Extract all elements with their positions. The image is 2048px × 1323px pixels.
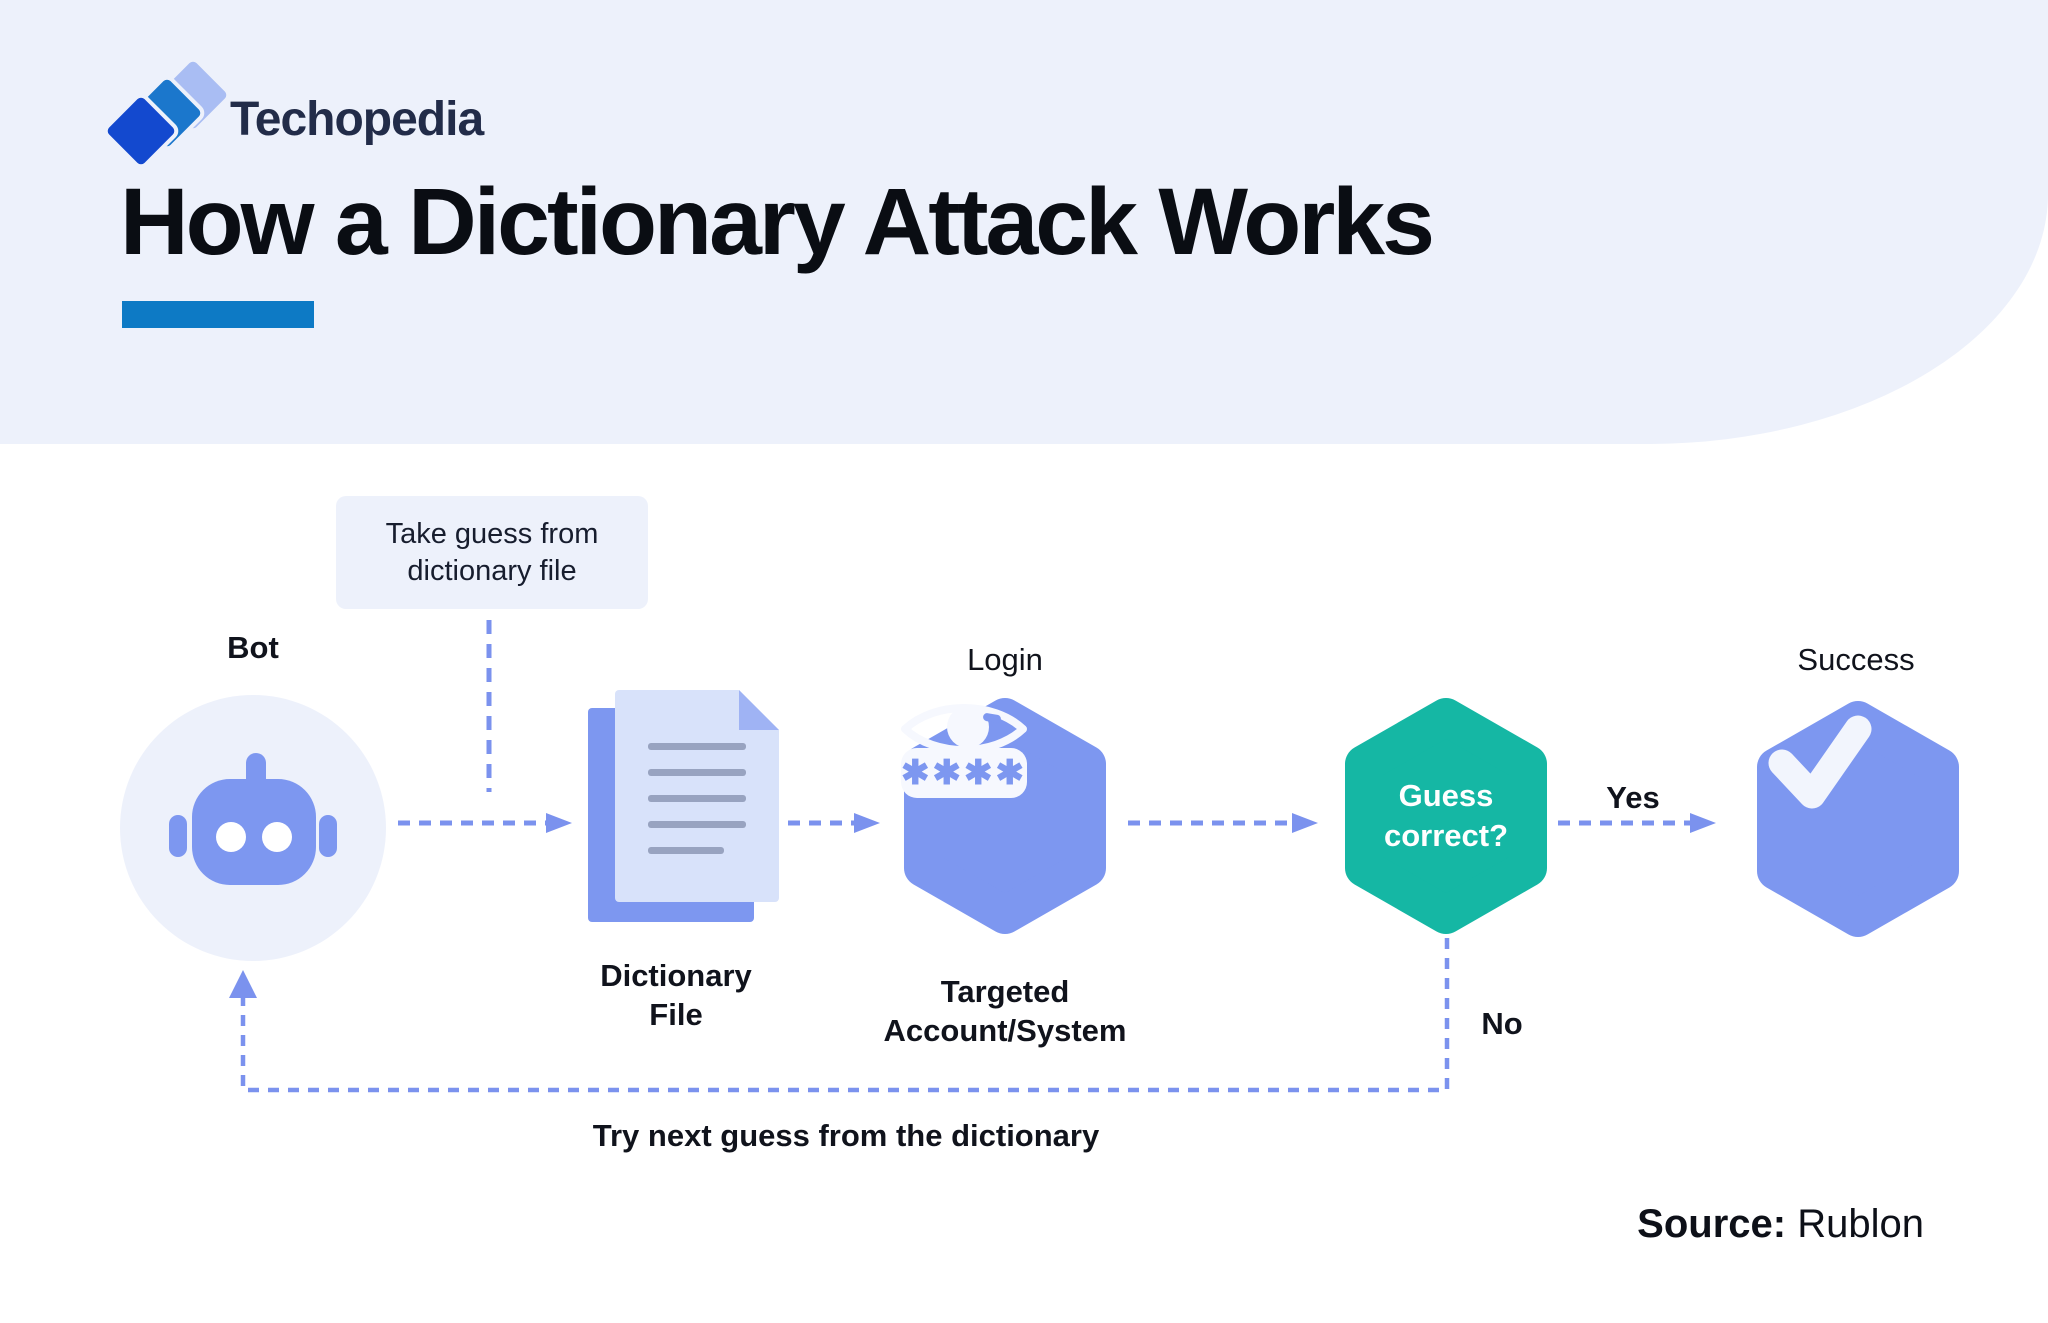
eye-password-icon: ✱✱✱✱	[901, 704, 1027, 798]
brand-name: Techopedia	[230, 93, 484, 146]
source-attribution: Source: Rublon	[1637, 1202, 1924, 1247]
success-node	[1752, 699, 1964, 939]
dictionary-file-label: Dictionary File	[600, 958, 752, 1032]
checkmark-icon	[1768, 715, 1872, 809]
guess-correct-node: Guess correct?	[1340, 696, 1552, 936]
document-text-line	[648, 795, 746, 802]
password-mask-text: ✱✱✱✱	[901, 754, 1027, 792]
bot-label: Bot	[227, 630, 279, 665]
arrow-dictionary-to-login	[788, 813, 880, 833]
source-prefix: Source:	[1637, 1202, 1787, 1246]
document-text-line	[648, 769, 746, 776]
guess-correct-label: Guess correct?	[1383, 778, 1509, 853]
document-text-line	[648, 847, 724, 854]
loop-label: Try next guess from the dictionary	[592, 1118, 1100, 1153]
targeted-account-node: ✱✱✱✱	[899, 696, 1111, 936]
document-text-line	[648, 743, 746, 750]
dictionary-file-icon	[588, 690, 792, 926]
document-text-line	[648, 821, 746, 828]
success-label: Success	[1797, 642, 1915, 677]
bot-node	[120, 695, 386, 961]
note-drop-dashed-line	[486, 620, 492, 792]
source-value: Rublon	[1797, 1202, 1924, 1246]
document-corner-fold	[739, 690, 779, 730]
page-title: How a Dictionary Attack Works	[120, 169, 1435, 275]
no-label: No	[1481, 1006, 1523, 1041]
targeted-account-label: Targeted Account/System	[883, 974, 1127, 1048]
header-band: Techopedia How a Dictionary Attack Works	[0, 0, 2048, 444]
yes-label: Yes	[1606, 780, 1660, 815]
robot-icon	[169, 753, 337, 885]
login-label: Login	[967, 642, 1043, 677]
arrow-bot-to-dictionary	[398, 813, 572, 833]
techopedia-logo-icon	[99, 53, 235, 176]
title-underline	[122, 301, 314, 328]
arrow-login-to-guess	[1128, 813, 1318, 833]
take-guess-note: Take guess from dictionary file	[336, 496, 648, 609]
